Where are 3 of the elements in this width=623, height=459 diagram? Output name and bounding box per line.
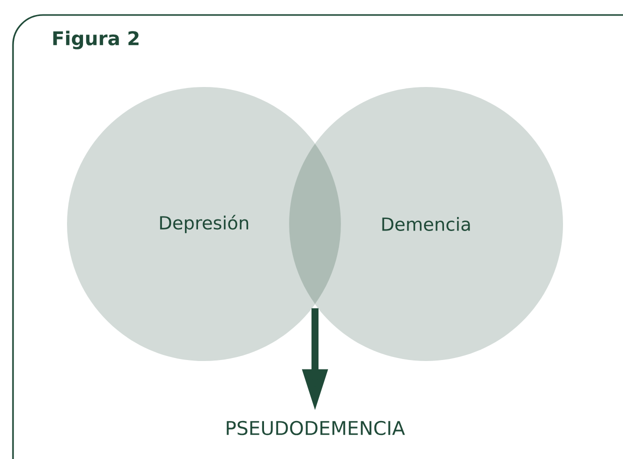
result-label: PSEUDODEMENCIA	[226, 420, 405, 436]
figure-title: Figura 2	[53, 30, 139, 50]
overlap-area	[289, 144, 341, 304]
